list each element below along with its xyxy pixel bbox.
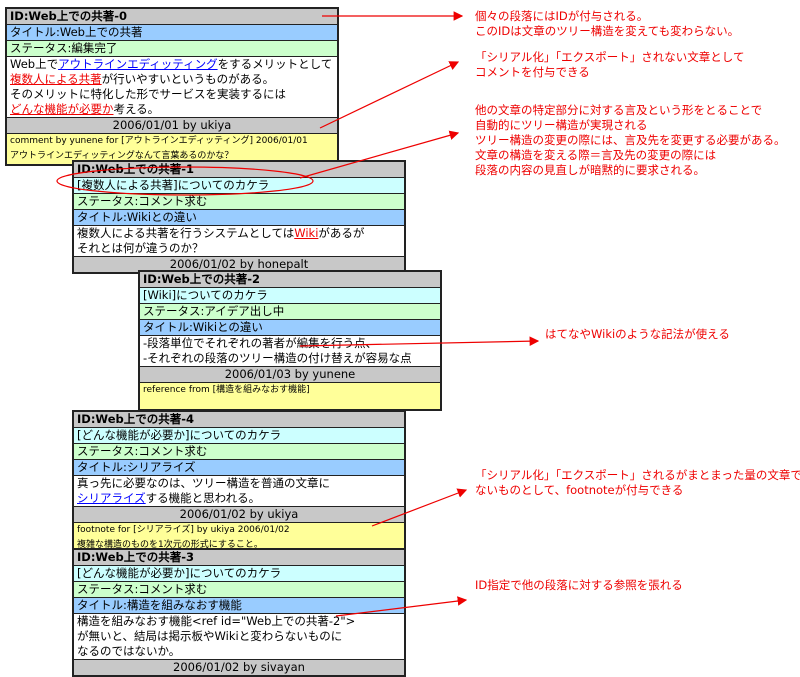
text: 構造を組みなおす機能<ref id="Web上での共著-2"> xyxy=(77,614,356,628)
paragraph-body: 構造を組みなおす機能<ref id="Web上での共著-2"> が無いと、結局は… xyxy=(74,614,404,660)
paragraph-status: ステータス:コメント求む xyxy=(74,582,404,598)
paragraph-footer: 2006/01/03 by yunene xyxy=(140,367,440,383)
arrow-ref xyxy=(335,596,468,617)
annotation-line: このIDは文章のツリー構造を変えても変わらない。 xyxy=(475,24,740,38)
paragraph-footer: 2006/01/02 by honepalt xyxy=(74,257,404,272)
paragraph-title: タイトル:シリアライズ xyxy=(74,460,404,476)
paragraph-box-0: ID:Web上での共著-0 タイトル:Web上での共著 ステータス:編集完了 W… xyxy=(5,7,339,166)
annotation-comment: 「シリアル化」「エクスポート」されない文章として コメントを付与できる xyxy=(475,50,744,80)
paragraph-id: ID:Web上での共著-2 xyxy=(140,272,440,288)
annotation-line: はてなやWikiのような記法が使える xyxy=(545,327,730,341)
annotation-line: 段落の内容の見直しが暗黙的に要求される。 xyxy=(475,163,705,177)
paragraph-status: ステータス:編集完了 xyxy=(7,41,337,57)
paragraph-body: -段落単位でそれぞれの著者が編集を行う点、 -それぞれの段落のツリー構造の付け替… xyxy=(140,336,440,367)
paragraph-footer: 2006/01/01 by ukiya xyxy=(7,118,337,134)
annotation-line: ID指定で他の段落に対する参照を張れる xyxy=(475,578,683,592)
paragraph-title: タイトル:構造を組みなおす機能 xyxy=(74,598,404,614)
paragraph-title: タイトル:Wikiとの違い xyxy=(74,210,404,226)
annotation-line: 自動的にツリー構造が実現される xyxy=(475,118,648,132)
text: があるが xyxy=(318,226,365,240)
text: なるのではないか。 xyxy=(77,644,181,658)
paragraph-body: 真っ先に必要なのは、ツリー構造を普通の文章に シリアライズする機能と思われる。 xyxy=(74,476,404,507)
link-outline-editing[interactable]: アウトラインエディッティング xyxy=(58,57,218,71)
note-header: footnote for [シリアライズ] by ukiya 2006/01/0… xyxy=(77,525,290,535)
text: そのメリットに特化した形でサービスを実装するには xyxy=(10,87,286,101)
annotation-line: 他の文章の特定部分に対する言及という形をとることで xyxy=(475,103,763,117)
paragraph-box-4: ID:Web上での共著-4 [どんな機能が必要か]についてのカケラ ステータス:… xyxy=(72,410,406,555)
text: が行いやすいというものがある。 xyxy=(101,72,275,86)
text: 複数人による共著を行うシステムとしては xyxy=(77,226,295,240)
annotation-id: 個々の段落にはIDが付与される。 このIDは文章のツリー構造を変えても変わらない… xyxy=(475,9,739,39)
paragraph-status: ステータス:コメント求む xyxy=(74,194,404,210)
annotation-syntax: はてなやWikiのような記法が使える xyxy=(545,327,730,342)
paragraph-kakera: [複数人による共著]についてのカケラ xyxy=(74,178,404,194)
text: それとは何が違うのか？ xyxy=(77,241,204,255)
paragraph-id: ID:Web上での共著-4 xyxy=(74,412,404,428)
text: 真っ先に必要なのは、ツリー構造を普通の文章に xyxy=(77,476,330,490)
note-header: comment by yunene for [アウトラインエディッティング] 2… xyxy=(10,136,308,146)
text: -段落単位でそれぞれの著者が編集を行う点、 xyxy=(143,336,378,350)
highlight-ellipse xyxy=(56,166,314,196)
text: をするメリットとして xyxy=(217,57,333,71)
annotation-line: ないものとして、footnoteが付与できる xyxy=(475,483,684,497)
link-features[interactable]: どんな機能が必要か xyxy=(10,102,114,116)
link-wiki[interactable]: Wiki xyxy=(294,226,319,240)
paragraph-id: ID:Web上での共著-3 xyxy=(74,550,404,566)
note-header: reference from [構造を組みなおす機能] xyxy=(143,385,310,395)
reference-note: reference from [構造を組みなおす機能] xyxy=(140,383,440,409)
arrow-syntax xyxy=(299,336,540,347)
paragraph-footer: 2006/01/02 by ukiya xyxy=(74,507,404,523)
annotation-line: コメントを付与できる xyxy=(475,65,590,79)
text: 考える。 xyxy=(113,102,160,116)
paragraph-body: Web上でアウトラインエディッティングをするメリットとして 複数人による共著が行… xyxy=(7,57,337,118)
paragraph-box-1: ID:Web上での共著-1 [複数人による共著]についてのカケラ ステータス:コ… xyxy=(72,160,406,274)
paragraph-body: 複数人による共著を行うシステムとしてはWikiがあるが それとは何が違うのか？ xyxy=(74,226,404,257)
comment-note: comment by yunene for [アウトラインエディッティング] 2… xyxy=(7,134,337,164)
note-text: アウトラインエディッティングなんて言葉あるのかな？ xyxy=(10,151,234,161)
paragraph-kakera: [どんな機能が必要か]についてのカケラ xyxy=(74,566,404,582)
arrow-tree xyxy=(299,130,460,179)
link-collab[interactable]: 複数人による共著 xyxy=(10,72,102,86)
paragraph-id: ID:Web上での共著-1 xyxy=(74,162,404,178)
annotation-line: ツリー構造の変更の際には、言及先を変更する必要がある。 xyxy=(475,133,786,147)
paragraph-box-2: ID:Web上での共著-2 [Wiki]についてのカケラ ステータス:アイデア出… xyxy=(138,270,442,411)
annotation-line: 「シリアル化」「エクスポート」されるがまとまった量の文章では xyxy=(475,468,800,482)
paragraph-kakera: [Wiki]についてのカケラ xyxy=(140,288,440,304)
link-serialize[interactable]: シリアライズ xyxy=(77,491,146,505)
paragraph-kakera: [どんな機能が必要か]についてのカケラ xyxy=(74,428,404,444)
annotation-tree: 他の文章の特定部分に対する言及という形をとることで 自動的にツリー構造が実現され… xyxy=(475,103,786,178)
arrow-footnote xyxy=(371,488,468,527)
paragraph-id: ID:Web上での共著-0 xyxy=(7,9,337,25)
paragraph-box-3: ID:Web上での共著-3 [どんな機能が必要か]についてのカケラ ステータス:… xyxy=(72,548,406,677)
text: Web上で xyxy=(10,57,59,71)
text: が無いと、結局は掲示板やWikiと変わらないものに xyxy=(77,629,343,643)
annotation-line: 「シリアル化」「エクスポート」されない文章として xyxy=(475,50,745,64)
paragraph-status: ステータス:アイデア出し中 xyxy=(140,304,440,320)
paragraph-title: タイトル:Web上での共著 xyxy=(7,25,337,41)
annotation-line: 文章の構造を変える際＝言及先の変更の際には xyxy=(475,148,717,162)
text: する機能と思われる。 xyxy=(145,491,261,505)
paragraph-title: タイトル:Wikiとの違い xyxy=(140,320,440,336)
paragraph-status: ステータス:コメント求む xyxy=(74,444,404,460)
annotation-line: 個々の段落にはIDが付与される。 xyxy=(475,9,649,23)
annotation-footnote: 「シリアル化」「エクスポート」されるがまとまった量の文章では ないものとして、f… xyxy=(475,468,800,498)
arrow-comment xyxy=(319,61,460,129)
note-text: 複雑な構造のものを1次元の形式にすること。 xyxy=(77,540,263,550)
text: -それぞれの段落のツリー構造の付け替えが容易な点 xyxy=(143,351,412,365)
annotation-ref: ID指定で他の段落に対する参照を張れる xyxy=(475,578,683,593)
